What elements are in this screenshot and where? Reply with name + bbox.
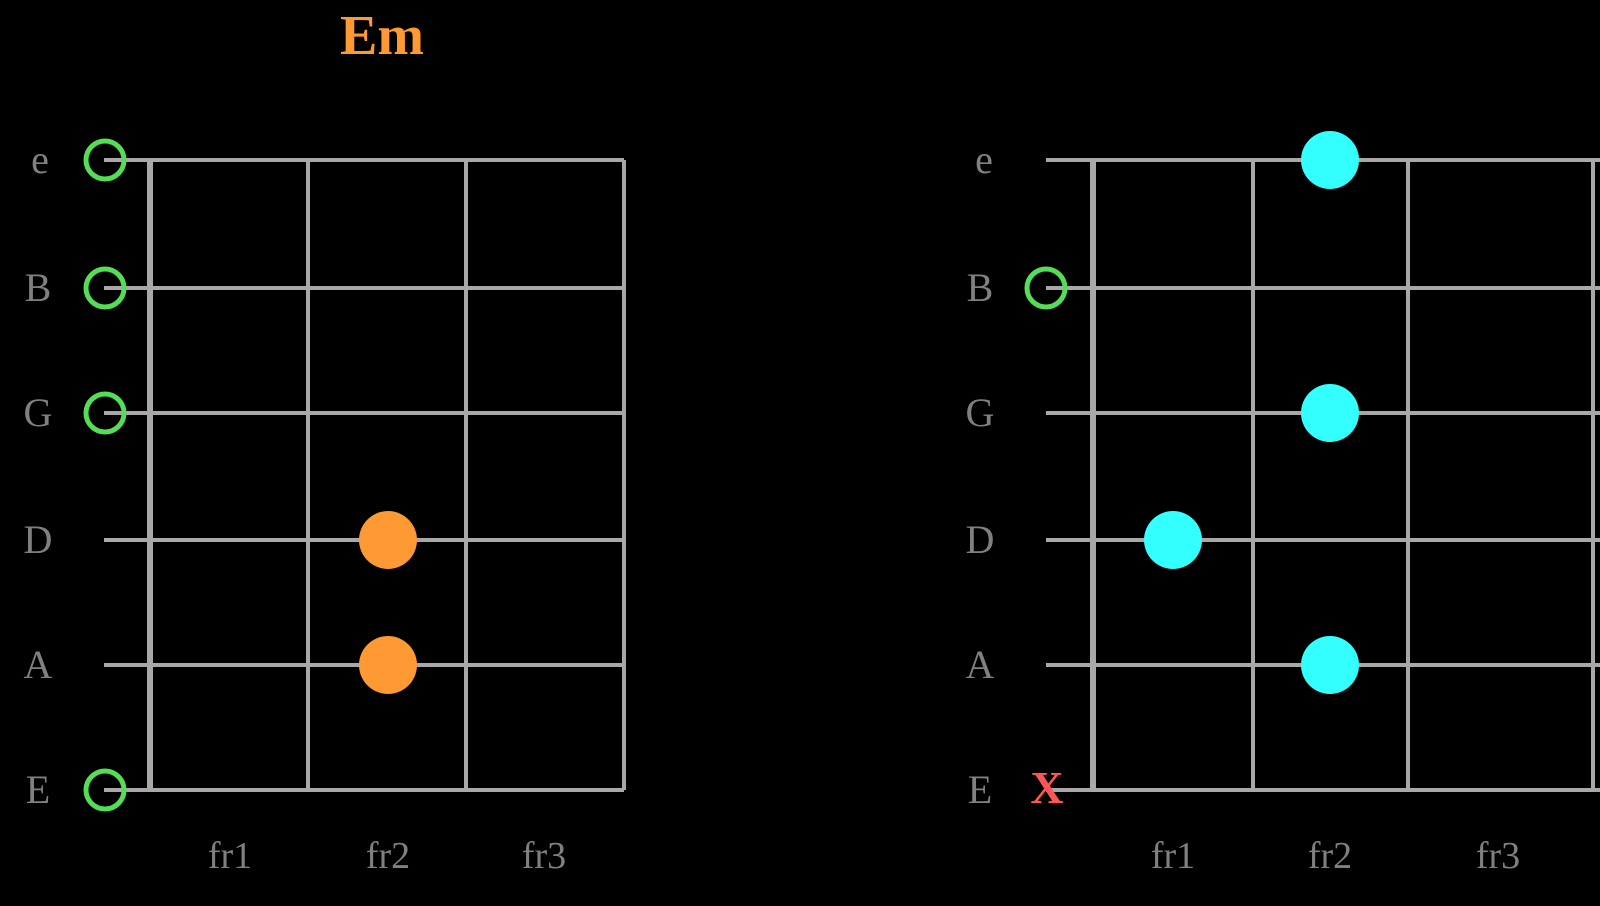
string-label-e: e [975,137,993,182]
fret-label-3: fr3 [1475,835,1521,877]
open-circle-icon [83,391,127,435]
string-label-d: D [23,517,53,562]
string-label-g: G [965,390,995,435]
string-label-a: A [23,642,53,687]
string-label-b: B [966,265,994,310]
string-label-e: e [31,137,49,182]
fret-label-3: fr3 [521,835,567,877]
string-label-d: D [965,517,995,562]
string-label-b: B [24,265,52,310]
open-circle-icon [83,266,127,310]
fret-label-1: fr1 [1150,835,1196,877]
fret-label-1: fr1 [207,835,253,877]
right-diagram-grid [1046,158,1600,792]
right-open-markers [1024,266,1068,310]
finger-dot [359,511,417,569]
string-label-e-low: E [25,767,51,812]
finger-dot [1144,511,1202,569]
finger-dot [1301,384,1359,442]
fret-label-2: fr2 [1307,835,1353,877]
right-finger-dots [1144,131,1359,694]
left-diagram-grid [104,158,626,792]
left-finger-dots [359,511,417,694]
open-circle-icon [1024,266,1068,310]
string-label-a: A [965,642,995,687]
finger-dot [359,636,417,694]
open-circle-icon [83,768,127,812]
string-label-g: G [23,390,53,435]
mute-x-icon: X [1030,762,1064,813]
fret-label-2: fr2 [365,835,411,877]
finger-dot [1301,636,1359,694]
left-open-markers [83,138,127,812]
string-label-e-low: E [967,767,993,812]
open-circle-icon [83,138,127,182]
finger-dot [1301,131,1359,189]
page-title: Em [340,5,424,67]
